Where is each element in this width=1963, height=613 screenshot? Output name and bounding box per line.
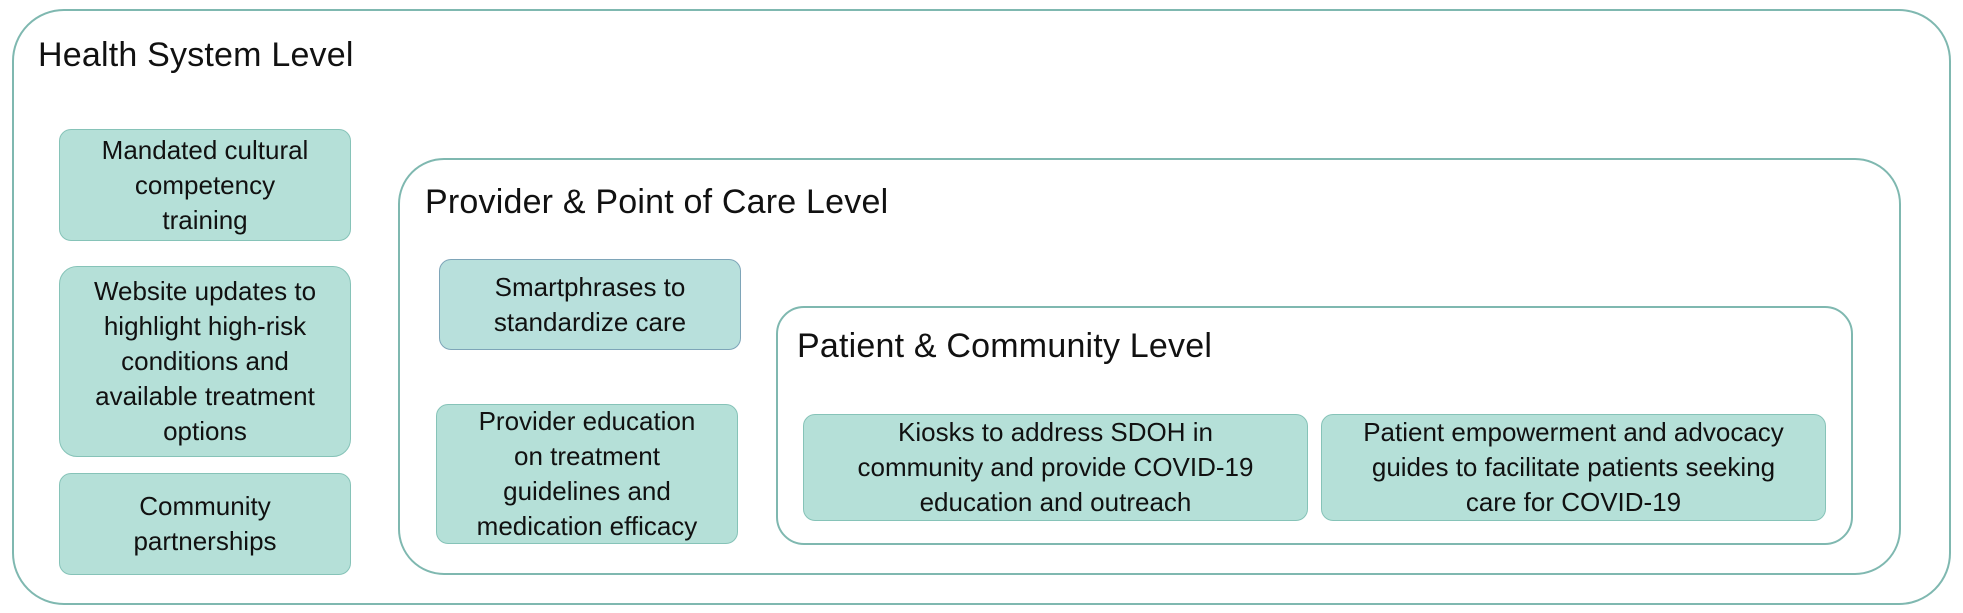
intervention-smartphrases: Smartphrases to standardize care: [439, 259, 741, 350]
intervention-kiosks-sdoh: Kiosks to address SDOH in community and …: [803, 414, 1308, 521]
intervention-community-partnerships: Community partnerships: [59, 473, 351, 575]
intervention-text: Patient empowerment and advocacy guides …: [1363, 417, 1784, 517]
intervention-website-updates: Website updates to highlight high-risk c…: [59, 266, 351, 457]
intervention-text: Mandated cultural competency training: [101, 134, 309, 235]
intervention-text: Community partnerships: [133, 491, 277, 556]
intervention-patient-empowerment-guides: Patient empowerment and advocacy guides …: [1321, 414, 1826, 521]
intervention-cultural-competency-training: Mandated cultural competency training: [59, 129, 351, 241]
intervention-text: Kiosks to address SDOH in community and …: [857, 417, 1254, 517]
intervention-text: Website updates to highlight high-risk c…: [93, 276, 317, 446]
patient-level-title: Patient & Community Level: [797, 327, 1213, 365]
provider-level-title: Provider & Point of Care Level: [425, 183, 889, 221]
health-system-level-title: Health System Level: [38, 36, 354, 74]
intervention-provider-education: Provider education on treatment guidelin…: [436, 404, 738, 544]
intervention-text: Provider education on treatment guidelin…: [476, 406, 698, 541]
intervention-text: Smartphrases to standardize care: [493, 271, 687, 337]
